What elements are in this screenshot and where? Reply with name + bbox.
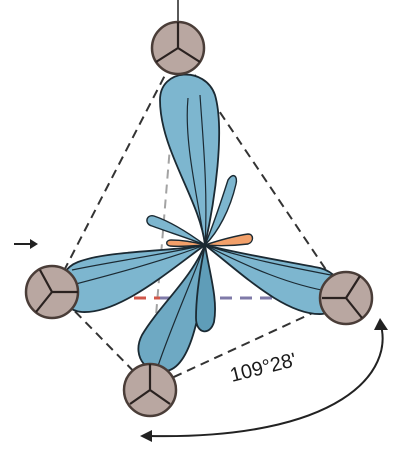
- angle-arrowhead-bottom: [140, 430, 152, 442]
- orbital-lobes: [60, 75, 342, 372]
- atom-top: [152, 22, 204, 74]
- atom-right: [320, 272, 372, 324]
- angle-arrowhead-top: [374, 318, 388, 330]
- bond-angle-label: 109°28': [228, 349, 299, 387]
- left-arrow-marker: [14, 239, 38, 249]
- atom-bottom: [124, 364, 176, 416]
- atom-left: [26, 266, 78, 318]
